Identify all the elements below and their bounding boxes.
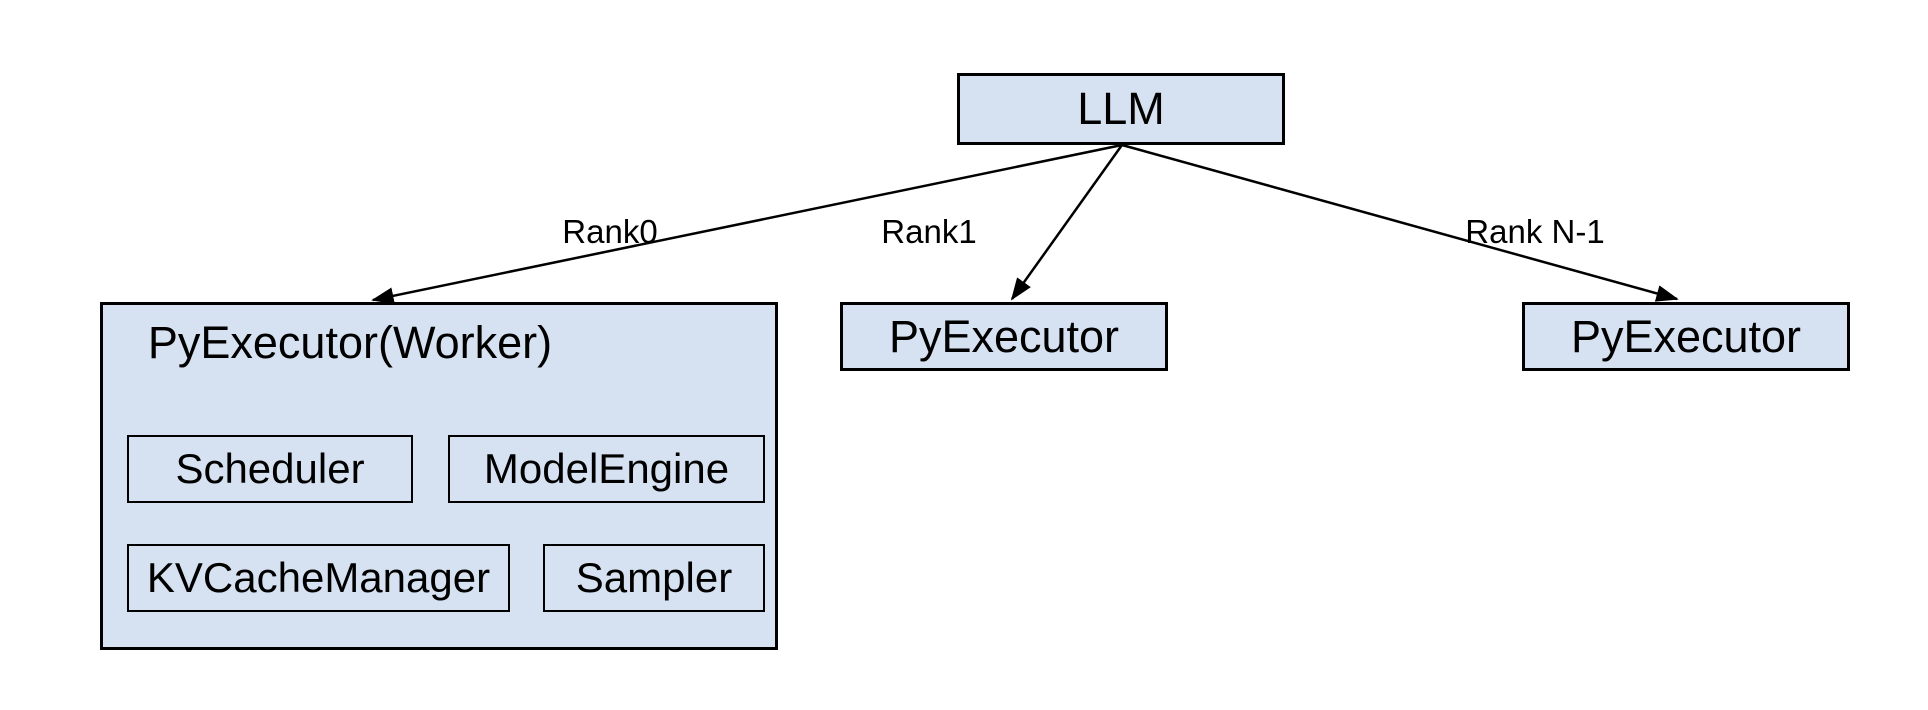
node-pyexecutor-rank1: PyExecutor [840,302,1168,371]
node-pyexecutor-rank-n-1: PyExecutor [1522,302,1850,371]
node-llm-label: LLM [1077,83,1165,135]
node-pyexecutor-worker-title: PyExecutor(Worker) [147,317,553,368]
edge-label-rank0: Rank0 [562,213,658,250]
subnode-kvcachemanager-label: KVCacheManager [146,554,491,601]
subnode-modelengine: ModelEngine [448,435,765,503]
edge-label-rank-n-1: Rank N-1 [1465,213,1605,250]
edge-rank0-line [371,143,1123,305]
subnode-sampler: Sampler [543,544,765,612]
node-pyexecutor-worker: PyExecutor(Worker) Scheduler ModelEngine… [100,302,778,650]
subnode-scheduler-label: Scheduler [175,445,365,492]
node-pyexecutor-rank-n-1-label: PyExecutor [1570,310,1802,362]
node-pyexecutor-rank1-label: PyExecutor [888,310,1120,362]
subnode-scheduler: Scheduler [127,435,413,503]
node-llm: LLM [957,73,1285,145]
edge-rank1-line [1010,144,1124,301]
subnode-kvcachemanager: KVCacheManager [127,544,510,612]
subnode-modelengine-label: ModelEngine [483,445,730,492]
edge-label-rank1: Rank1 [881,213,977,250]
subnode-sampler-label: Sampler [575,554,733,601]
